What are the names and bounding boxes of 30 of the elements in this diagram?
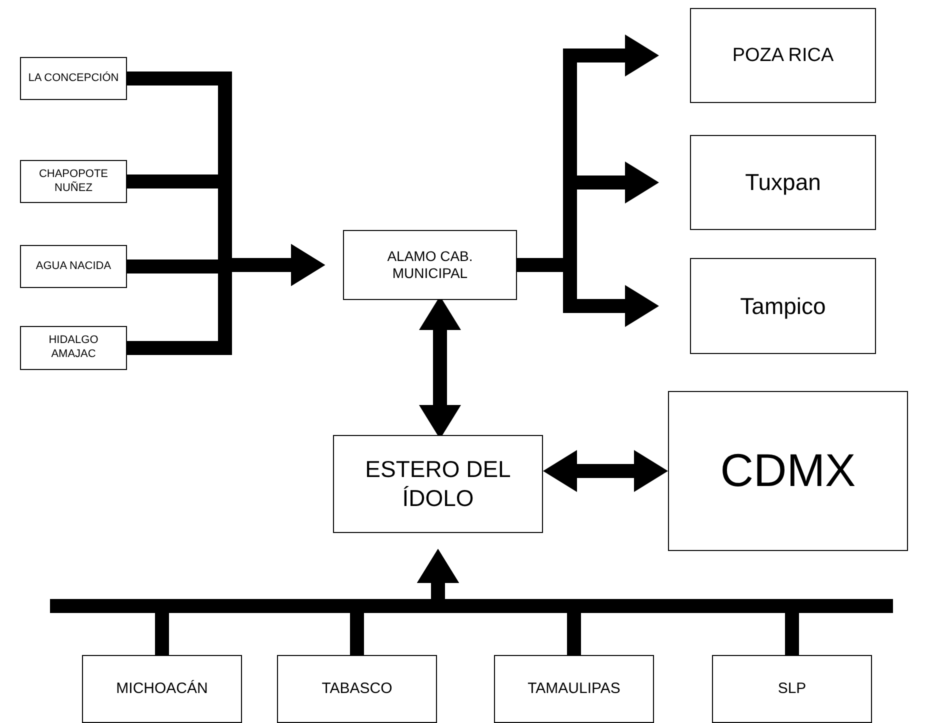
place-name: TAMAULIPAS (526, 680, 622, 698)
place-name: HIDALGO AMAJAC (48, 334, 100, 362)
location-box (82, 655, 242, 723)
location-box (20, 160, 127, 203)
location-box (20, 245, 127, 288)
location-box (690, 8, 876, 103)
arrow (543, 450, 668, 492)
place-name: Tampico (739, 292, 827, 320)
place-name: Tuxpan (744, 168, 822, 197)
location-box (20, 57, 127, 100)
location-box (690, 135, 876, 230)
place-name: LA CONCEPCIÓN (27, 72, 120, 86)
location-box (343, 230, 517, 300)
place-name: ALAMO CAB. MUNICIPAL (386, 248, 474, 282)
place-name: TABASCO (320, 680, 394, 698)
place-name: MICHOACÁN (115, 680, 209, 698)
place-name: CHAPOPOTE NUÑEZ (38, 168, 110, 196)
arrow (127, 244, 325, 355)
location-box (494, 655, 654, 723)
place-name: POZA RICA (731, 44, 835, 68)
location-box (333, 435, 543, 533)
location-box (277, 655, 437, 723)
place-name: AGUA NACIDA (34, 260, 112, 274)
location-box (712, 655, 872, 723)
place-name: ESTERO DEL ÍDOLO (364, 455, 512, 513)
location-box (690, 258, 876, 354)
location-box (668, 391, 908, 551)
place-name: CDMX (719, 443, 857, 498)
place-name: SLP (776, 680, 808, 698)
location-box (20, 326, 127, 370)
